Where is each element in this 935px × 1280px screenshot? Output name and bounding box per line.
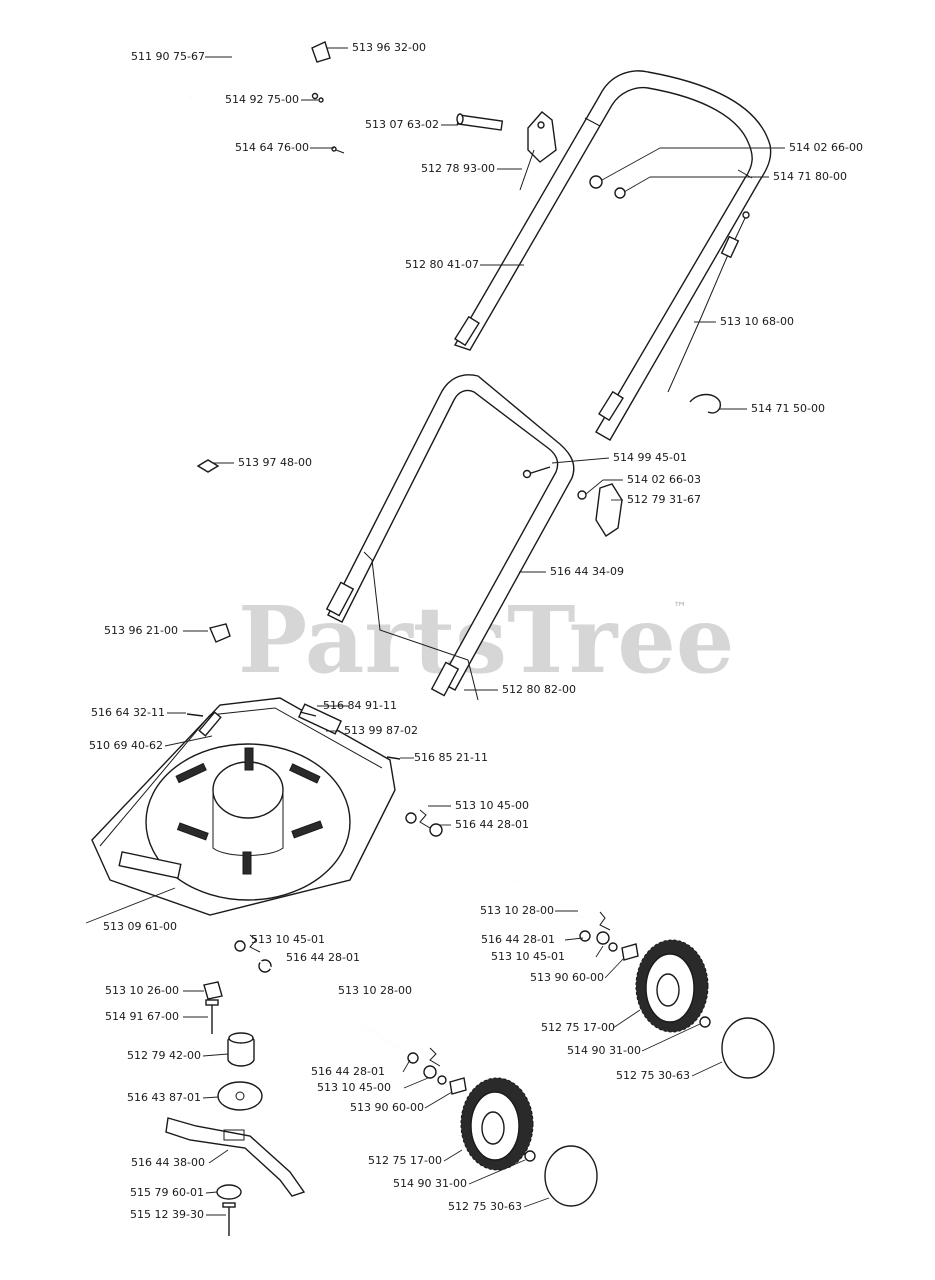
upper-handle — [453, 70, 772, 441]
callout-label: 514 90 31-00 — [567, 1044, 641, 1057]
control-bail — [188, 43, 335, 149]
callout-label: 513 10 26-00 — [105, 984, 179, 997]
callout-label: 516 44 28-01 — [455, 818, 529, 831]
callout-label: 515 79 60-01 — [130, 1186, 204, 1199]
callout-label: 514 90 31-00 — [393, 1177, 467, 1190]
rear-wheel-nut — [699, 1016, 711, 1028]
height-knob — [209, 623, 231, 643]
callout-label: 514 99 45-01 — [613, 451, 687, 464]
blade-bolt-long — [205, 999, 219, 1034]
callout-label: 512 79 31-67 — [627, 493, 701, 506]
callout-label: 516 44 28-01 — [311, 1065, 385, 1078]
callout-label: 516 44 28-01 — [481, 933, 555, 946]
callout-label: 512 78 93-00 — [421, 162, 495, 175]
callout-label: 513 09 61-00 — [103, 920, 177, 933]
blade-bolt — [222, 1202, 236, 1236]
rear-hubcap — [721, 1017, 775, 1079]
callout-label: 513 99 87-02 — [344, 724, 418, 737]
callout-label: 514 71 50-00 — [751, 402, 825, 415]
cable-adjuster — [456, 113, 504, 131]
washer-upper — [589, 175, 603, 189]
blade-holder — [217, 1081, 263, 1111]
callout-label: 513 10 45-00 — [317, 1081, 391, 1094]
deck-bolt-left — [186, 713, 204, 717]
callout-label: 514 64 76-00 — [235, 141, 309, 154]
callout-label: 512 75 30-63 — [616, 1069, 690, 1082]
callout-label: 516 44 38-00 — [131, 1156, 205, 1169]
bag-frame-wire — [363, 551, 479, 701]
callout-label: 513 10 68-00 — [720, 315, 794, 328]
callout-label: 513 07 63-02 — [365, 118, 439, 131]
callout-label: 512 79 42-00 — [127, 1049, 201, 1062]
callout-label: 514 92 75-00 — [225, 93, 299, 106]
front-hubcap — [544, 1145, 598, 1207]
callout-label: 512 80 82-00 — [502, 683, 576, 696]
callout-label: 510 69 40-62 — [89, 739, 163, 752]
blade — [165, 1117, 306, 1197]
callout-label: 513 10 45-01 — [491, 950, 565, 963]
handle-washer — [577, 490, 587, 500]
callout-label: 514 71 80-00 — [773, 170, 847, 183]
blade-washer — [216, 1184, 242, 1200]
bail-grip — [311, 41, 331, 63]
handle-bolt — [522, 466, 551, 479]
callout-label: 515 12 39-30 — [130, 1208, 204, 1221]
front-wheel-nut — [524, 1150, 536, 1162]
callout-label: 516 43 87-01 — [127, 1091, 201, 1104]
control-cable — [667, 211, 750, 393]
front-wheel — [460, 1077, 534, 1171]
spacer — [203, 981, 223, 1000]
callout-label: 513 10 28-00 — [338, 984, 412, 997]
callout-label: 514 02 66-00 — [789, 141, 863, 154]
callout-label: 516 64 32-11 — [91, 706, 165, 719]
front-axle — [234, 934, 467, 1095]
grass-bag-clip — [196, 459, 220, 473]
knob-upper — [614, 187, 626, 199]
callout-label: 513 96 21-00 — [104, 624, 178, 637]
watermark-trademark: ™ — [673, 600, 687, 616]
callout-label: 512 75 30-63 — [448, 1200, 522, 1213]
callout-label: 513 10 45-00 — [455, 799, 529, 812]
callout-label: 516 44 34-09 — [550, 565, 624, 578]
callout-label: 511 90 75-67 — [131, 50, 205, 63]
callout-label: 512 75 17-00 — [368, 1154, 442, 1167]
callout-label: 513 90 60-00 — [350, 1101, 424, 1114]
handle-knob — [595, 483, 623, 537]
callout-label: 513 10 45-01 — [251, 933, 325, 946]
callout-label: 513 10 28-00 — [480, 904, 554, 917]
callout-label: 513 96 32-00 — [352, 41, 426, 54]
callout-label: 514 02 66-03 — [627, 473, 701, 486]
rear-wheel — [635, 939, 709, 1033]
callout-label: 516 44 28-01 — [286, 951, 360, 964]
lower-handle — [325, 374, 575, 697]
deck-screw — [386, 756, 401, 760]
leader-lines — [85, 47, 785, 1216]
callout-label: 513 90 60-00 — [530, 971, 604, 984]
callout-label: 513 97 48-00 — [238, 456, 312, 469]
mower-deck — [91, 697, 396, 916]
blade-adapter — [227, 1032, 255, 1067]
callout-label: 514 91 67-00 — [105, 1010, 179, 1023]
throttle-lever — [519, 111, 557, 191]
callout-label: 516 85 21-11 — [414, 751, 488, 764]
callout-labels: 511 90 75-67 513 96 32-00 514 92 75-00 5… — [89, 41, 863, 1221]
cable-clip — [689, 393, 722, 414]
callout-label: 512 80 41-07 — [405, 258, 479, 271]
deck-bolt-right — [299, 711, 317, 717]
callout-label: 516 84 91-11 — [323, 699, 397, 712]
rear-axle — [405, 809, 639, 961]
callout-label: 512 75 17-00 — [541, 1021, 615, 1034]
